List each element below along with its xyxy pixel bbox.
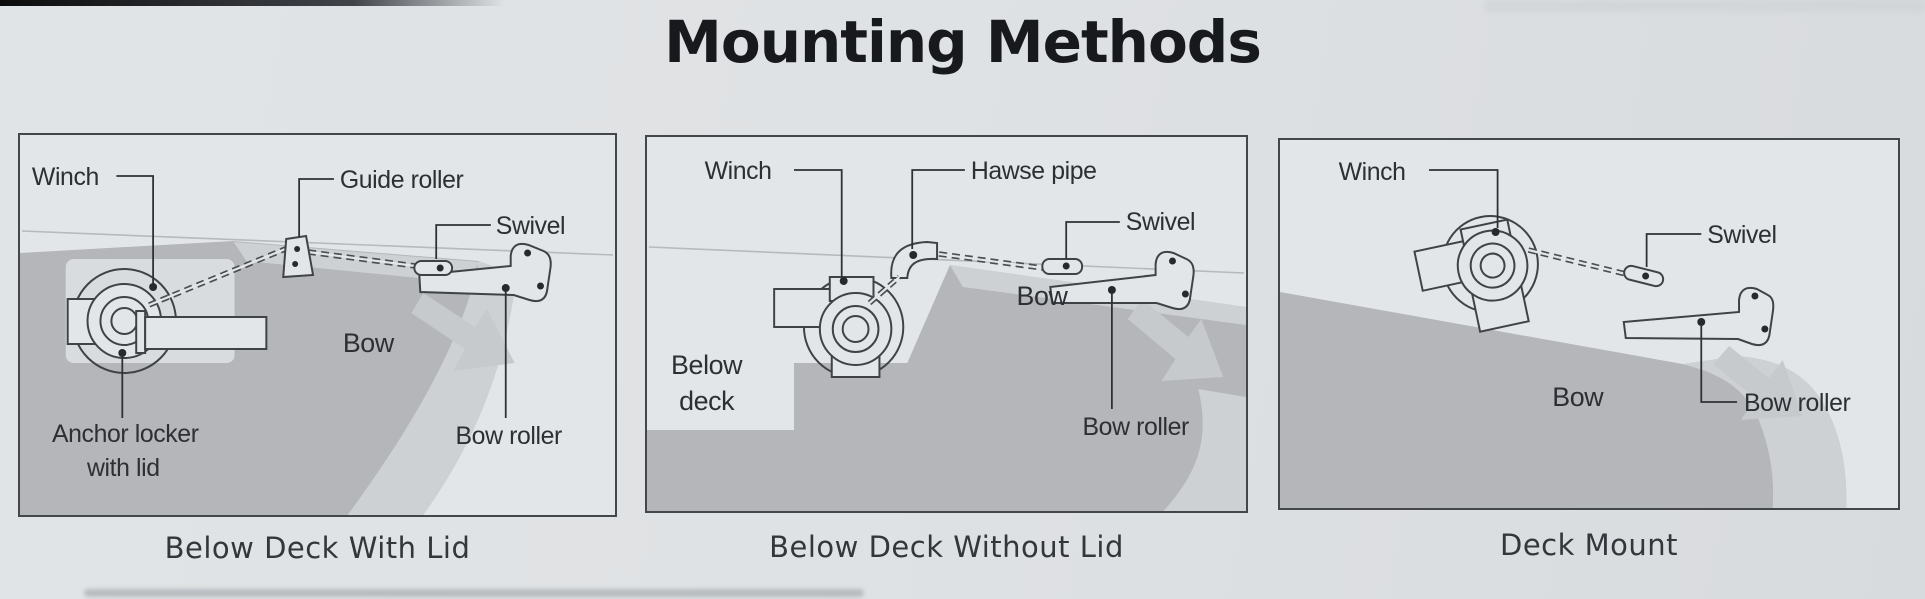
winch-drawing (773, 276, 905, 378)
photo-edge-top (0, 0, 505, 6)
panel-deck-mount: Winch Swivel Bow Bow roller (1278, 138, 1900, 510)
panel-below-deck-with-lid: Winch Guide roller Swivel Bow Bow roller… (18, 133, 617, 517)
swivel-leader-line (435, 224, 491, 259)
anchor-direction-arrow-icon (1127, 299, 1224, 381)
winch-drawing (1413, 215, 1539, 333)
hawse-pipe-anchor-dot (909, 251, 918, 259)
swivel-pin-dot (1062, 262, 1070, 270)
winch-leader-line (794, 169, 843, 277)
caption-below-deck-with-lid: Below Deck With Lid (164, 531, 471, 565)
bow-roller-bolt-dot (1169, 257, 1176, 265)
hull-highlight-band (1682, 356, 1847, 508)
photo-edge-top-right (1485, 0, 1925, 12)
below-deck-label-line2: deck (679, 386, 735, 416)
bow-roller-part (1622, 286, 1775, 347)
guide-roller-leader-line (298, 178, 334, 237)
bow-roller-leader-line (1700, 326, 1738, 403)
hull-shape (1280, 292, 1774, 508)
bow-label: Bow (343, 328, 395, 358)
hawse-pipe-part (890, 240, 939, 279)
below-deck-label-line1: Below (671, 350, 743, 380)
winch-label: Winch (32, 163, 99, 191)
bow-roller-bolt-dot (1181, 290, 1189, 298)
locker-lid (144, 316, 268, 350)
swivel-leader-line (1065, 221, 1120, 259)
swivel-pin-dot (436, 264, 444, 272)
below-deck-hull-shape (647, 363, 985, 511)
winch-label: Winch (1339, 158, 1406, 186)
bow-roller-label: Bow roller (1083, 413, 1189, 441)
swivel-part (413, 260, 454, 276)
anchor-locker-label-line2: with lid (86, 454, 160, 482)
swivel-label: Swivel (1126, 208, 1195, 236)
bow-roller-label: Bow roller (1744, 389, 1851, 417)
swivel-label: Swivel (496, 212, 565, 240)
winch-hub (841, 315, 870, 343)
winch-hub (1479, 252, 1506, 279)
bow-roller-bolt-dot (1761, 325, 1769, 333)
winch-leader-line (1429, 169, 1499, 228)
bow-roller-anchor-dot (1697, 318, 1706, 326)
anchor-chain-links (868, 252, 1043, 304)
anchor-chain-links (1528, 248, 1627, 276)
winch-anchor-dot (1491, 228, 1500, 236)
anchor-locker-anchor-dot (118, 349, 127, 357)
guide-roller-bolt-dot (292, 261, 299, 267)
hull-highlight-band (1163, 389, 1246, 511)
winch-drawing (66, 268, 268, 374)
anchor-locker-label-line1: Anchor locker (52, 420, 199, 448)
winch-bar (135, 310, 147, 354)
panel-below-deck-without-lid: Winch Hawse pipe Swivel Bow Below deck B… (645, 135, 1248, 513)
bow-roller-bolt-dot (1751, 292, 1759, 300)
bow-roller-bolt-dot (537, 282, 544, 290)
bow-roller-part (418, 242, 552, 303)
winch-drum-inner (831, 305, 880, 353)
photo-smudge-bottom (84, 589, 864, 597)
caption-deck-mount: Deck Mount (1499, 528, 1679, 562)
winch-anchor-dot (149, 283, 158, 291)
diagram-below-deck-with-lid: Winch Guide roller Swivel Bow Bow roller… (20, 163, 614, 515)
bow-roller-bolt-dot (524, 249, 532, 257)
anchor-chain-links (148, 245, 416, 307)
bow-roller-anchor-dot (501, 284, 510, 292)
swivel-label: Swivel (1707, 221, 1776, 249)
swivel-pin-dot (1642, 272, 1650, 280)
winch-leader-line (116, 175, 154, 284)
swivel-leader-line (1645, 233, 1702, 267)
guide-roller-bolt-dot (294, 246, 301, 252)
page-title: Mounting Methods (664, 8, 1262, 76)
hull-highlight-band (347, 261, 517, 515)
winch-drum-inner (1469, 242, 1516, 289)
deck-line (648, 246, 1245, 274)
bow-roller-anchor-dot (1107, 286, 1116, 294)
winch-anchor-dot (839, 277, 848, 285)
guide-roller-label: Guide roller (340, 166, 464, 194)
caption-below-deck-without-lid: Below Deck Without Lid (769, 530, 1124, 564)
hawse-pipe-label: Hawse pipe (971, 157, 1097, 185)
anchor-direction-arrow-icon (411, 293, 515, 371)
winch-drum (818, 292, 893, 366)
bow-roller-label: Bow roller (456, 422, 562, 450)
diagram-below-deck-without-lid: Winch Hawse pipe Swivel Bow Below deck B… (647, 157, 1246, 511)
bow-label: Bow (1552, 382, 1604, 412)
bow-label: Bow (1017, 281, 1069, 311)
winch-drum (1456, 229, 1529, 302)
bow-roller-part (1049, 250, 1195, 311)
anchor-direction-arrow-icon (1713, 346, 1803, 420)
swivel-part (1041, 258, 1084, 275)
diagram-deck-mount: Winch Swivel Bow Bow roller (1280, 158, 1851, 508)
winch-label: Winch (705, 157, 772, 185)
hawse-pipe-leader-line (911, 169, 965, 249)
